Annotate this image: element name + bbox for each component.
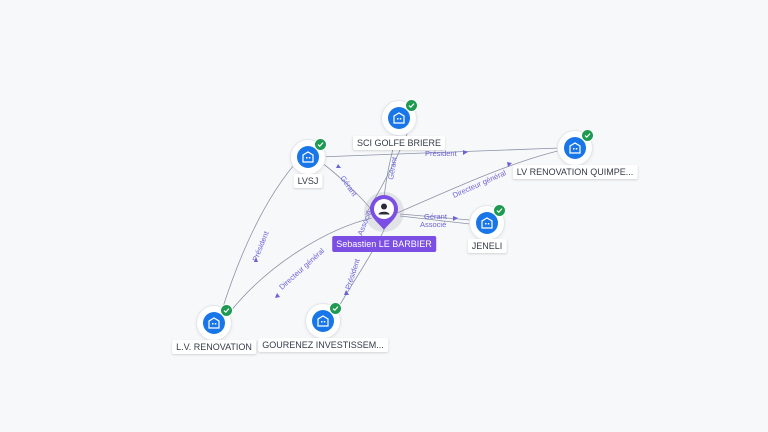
building-icon bbox=[297, 146, 319, 168]
arrow-lvr bbox=[275, 293, 280, 298]
node-label: JENELI bbox=[467, 239, 507, 253]
person-label: Sebastien LE BARBIER bbox=[332, 236, 436, 252]
arrow-lvq2 bbox=[507, 162, 512, 167]
edge-label: Associé bbox=[420, 220, 446, 229]
arrow-gourenez bbox=[344, 290, 349, 295]
building-icon bbox=[203, 312, 225, 334]
edge-label: Gérant bbox=[424, 212, 448, 221]
node-label: GOURENEZ INVESTISSEM... bbox=[258, 338, 388, 352]
node-label: SCI GOLFE BRIERE bbox=[352, 136, 446, 150]
edge-label: Directeur général bbox=[277, 246, 326, 291]
edge-label: Gérant bbox=[386, 155, 399, 180]
check-icon bbox=[314, 138, 327, 151]
edge-label: Président bbox=[425, 149, 458, 158]
edge-person-jeneli-2 bbox=[399, 215, 471, 225]
arrow-jeneli bbox=[453, 216, 458, 221]
check-icon bbox=[493, 204, 506, 217]
check-icon bbox=[581, 129, 594, 142]
edge-person-lvr bbox=[229, 217, 373, 313]
arrow-lvsj bbox=[254, 257, 258, 262]
edge-label: Gérant bbox=[338, 174, 359, 199]
arrow-person-lvsj bbox=[336, 164, 341, 168]
node-label: L.V. RENOVATION bbox=[172, 340, 256, 354]
arrow-lvq bbox=[463, 150, 468, 155]
check-icon bbox=[220, 304, 233, 317]
edge-lvr-lvsj bbox=[221, 157, 301, 311]
user-icon bbox=[370, 195, 398, 230]
edge-person-lvq bbox=[394, 149, 563, 215]
edge-label: Directeur général bbox=[451, 168, 508, 200]
edge-person-jeneli-1 bbox=[399, 213, 471, 221]
edge-lvsj-lvq bbox=[317, 147, 561, 158]
building-icon bbox=[388, 107, 410, 129]
node-label: LVSJ bbox=[293, 174, 323, 188]
node-person[interactable]: Sebastien LE BARBIER bbox=[332, 192, 436, 252]
node-label: LV RENOVATION QUIMPE... bbox=[512, 165, 638, 179]
building-icon bbox=[564, 137, 586, 159]
check-icon bbox=[329, 302, 342, 315]
building-icon bbox=[476, 212, 498, 234]
building-icon bbox=[312, 310, 334, 332]
edge-label: Président bbox=[251, 229, 272, 263]
check-icon bbox=[405, 99, 418, 112]
